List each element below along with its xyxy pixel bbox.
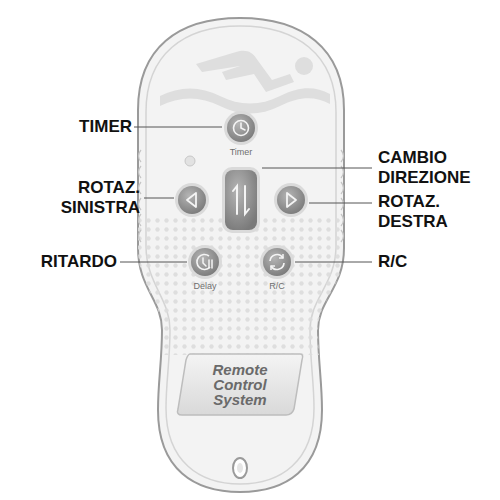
brand-text: Remote Control System [192, 362, 288, 407]
callout-label: RITARDO [17, 252, 117, 272]
keyring-hole [233, 458, 247, 478]
indicator-led [185, 156, 195, 166]
button-caption: Delay [185, 281, 225, 291]
dot-texture [130, 215, 360, 355]
rotate-left-button [175, 183, 209, 217]
grip-ridges [139, 150, 344, 242]
callout-label: R/C [378, 252, 488, 272]
timer-button: Timer [221, 111, 261, 157]
rotate-right-button [274, 183, 308, 217]
callout-label: ROTAZ. SINISTRA [40, 178, 140, 218]
swimmer-logo [160, 51, 330, 114]
callout-label: TIMER [52, 117, 132, 137]
rc-button: R/C [257, 245, 297, 291]
callout-label: CAMBIO DIREZIONE [378, 148, 488, 188]
button-caption: R/C [257, 281, 297, 291]
name-plate: Remote Control System [176, 352, 304, 417]
button-caption: Timer [221, 147, 261, 157]
leader-lines [120, 127, 372, 262]
callout-label: ROTAZ. DESTRA [378, 192, 488, 232]
direction-button [222, 167, 260, 233]
delay-button: Delay [185, 245, 225, 291]
